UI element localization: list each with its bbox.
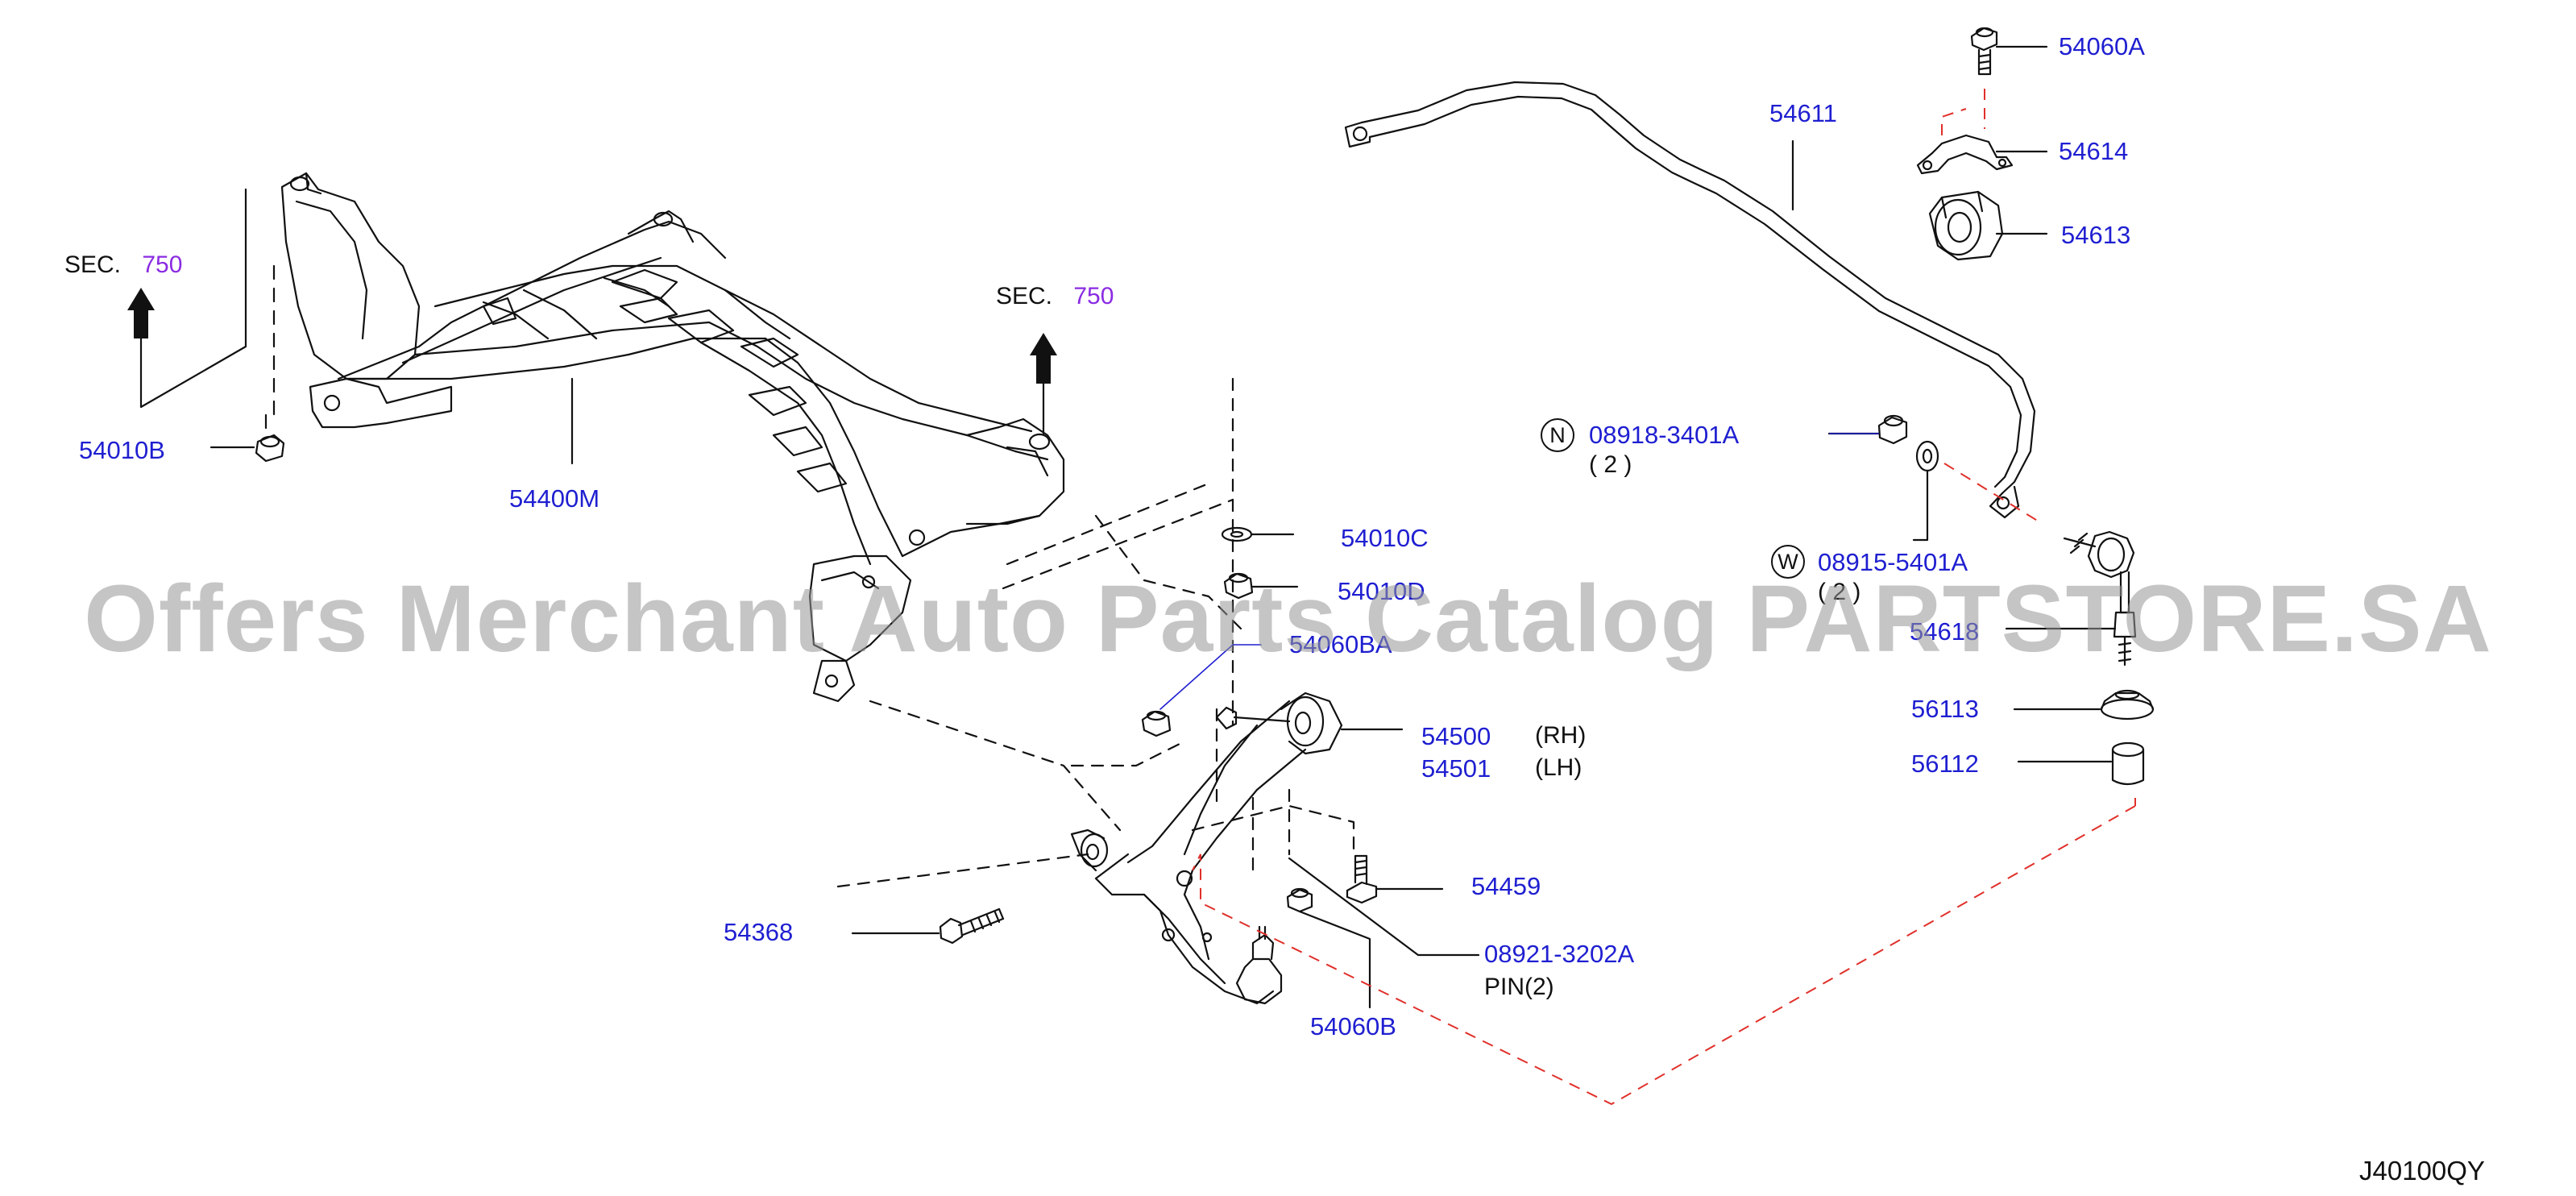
label-54614[interactable]: 54614 (2059, 137, 2129, 165)
label-54060BA[interactable]: 54060BA (1289, 630, 1392, 658)
bushing-56112 (2017, 741, 2145, 786)
label-08921-3202A[interactable]: 08921-3202A (1484, 940, 1635, 968)
bushing-56113 (2013, 689, 2155, 721)
note-pin: PIN(2) (1484, 974, 1554, 1000)
watermark-text: Offers Merchant Auto Parts Catalog PARTS… (84, 566, 2492, 672)
sec-number: 750 (1073, 283, 1114, 309)
link-54618 (2005, 530, 2137, 667)
label-54500[interactable]: 54500 (1421, 722, 1491, 750)
diagram-code: J40100QY (2359, 1156, 2485, 1186)
lower-control-arm (1070, 691, 1404, 1005)
bushing-54613 (1928, 190, 2048, 261)
sec-arrow-right (1030, 333, 1057, 384)
label-08918-3401A[interactable]: 08918-3401A (1589, 421, 1740, 449)
note-lh: (LH) (1535, 754, 1583, 781)
label-54010D[interactable]: 54010D (1338, 577, 1425, 605)
front-subframe (280, 172, 1065, 703)
sec-ref-left[interactable]: SEC. 750 (64, 253, 182, 277)
label-54459[interactable]: 54459 (1471, 872, 1541, 900)
label-54060B[interactable]: 54060B (1310, 1012, 1396, 1040)
bolt-54060A (1970, 27, 2048, 76)
bolt-54368 (851, 907, 1005, 945)
washer-symbol-w: W (1771, 545, 1805, 579)
bolt-54060BA (1215, 706, 1291, 730)
label-54618[interactable]: 54618 (1910, 617, 1980, 646)
label-54010B[interactable]: 54010B (79, 436, 165, 464)
label-54060A[interactable]: 54060A (2059, 32, 2145, 60)
stabilizer-bar (1344, 81, 2036, 519)
label-54400M[interactable]: 54400M (509, 484, 600, 513)
sec-ref-right[interactable]: SEC. 750 (996, 284, 1114, 309)
label-54501[interactable]: 54501 (1421, 754, 1491, 783)
label-56113[interactable]: 56113 (1911, 695, 1979, 723)
nut-54060BA (1141, 710, 1172, 737)
nut-54010D (1223, 572, 1299, 600)
note-qty-w: ( 2 ) (1818, 579, 1861, 605)
red-dashed-relations (1192, 89, 2136, 1106)
nut-08918-3401A (1827, 414, 1908, 445)
label-54010C[interactable]: 54010C (1341, 524, 1429, 552)
left-mount-dashes (264, 264, 276, 437)
clamp-54614 (1916, 134, 2048, 175)
note-rh: (RH) (1535, 722, 1587, 749)
label-08915-5401A[interactable]: 08915-5401A (1818, 548, 1968, 576)
label-54611[interactable]: 54611 (1769, 99, 1837, 127)
nut-symbol-n: N (1541, 418, 1574, 452)
sec-prefix: SEC. (64, 251, 122, 278)
washer-54010C (1221, 526, 1295, 542)
bolt-54459 (1346, 854, 1444, 904)
nut-54010B (209, 434, 285, 463)
washer-08915-5401A (1912, 440, 1939, 542)
label-54613[interactable]: 54613 (2061, 221, 2131, 249)
sec-prefix: SEC. (996, 283, 1053, 309)
lower-arm-dashes (836, 377, 1355, 888)
sec-number: 750 (142, 251, 183, 278)
label-56112[interactable]: 56112 (1911, 750, 1979, 778)
sec-arrow-left (127, 288, 155, 338)
note-qty-n: ( 2 ) (1589, 451, 1632, 478)
nut-54060B (1286, 887, 1371, 1009)
label-54368[interactable]: 54368 (724, 918, 794, 946)
